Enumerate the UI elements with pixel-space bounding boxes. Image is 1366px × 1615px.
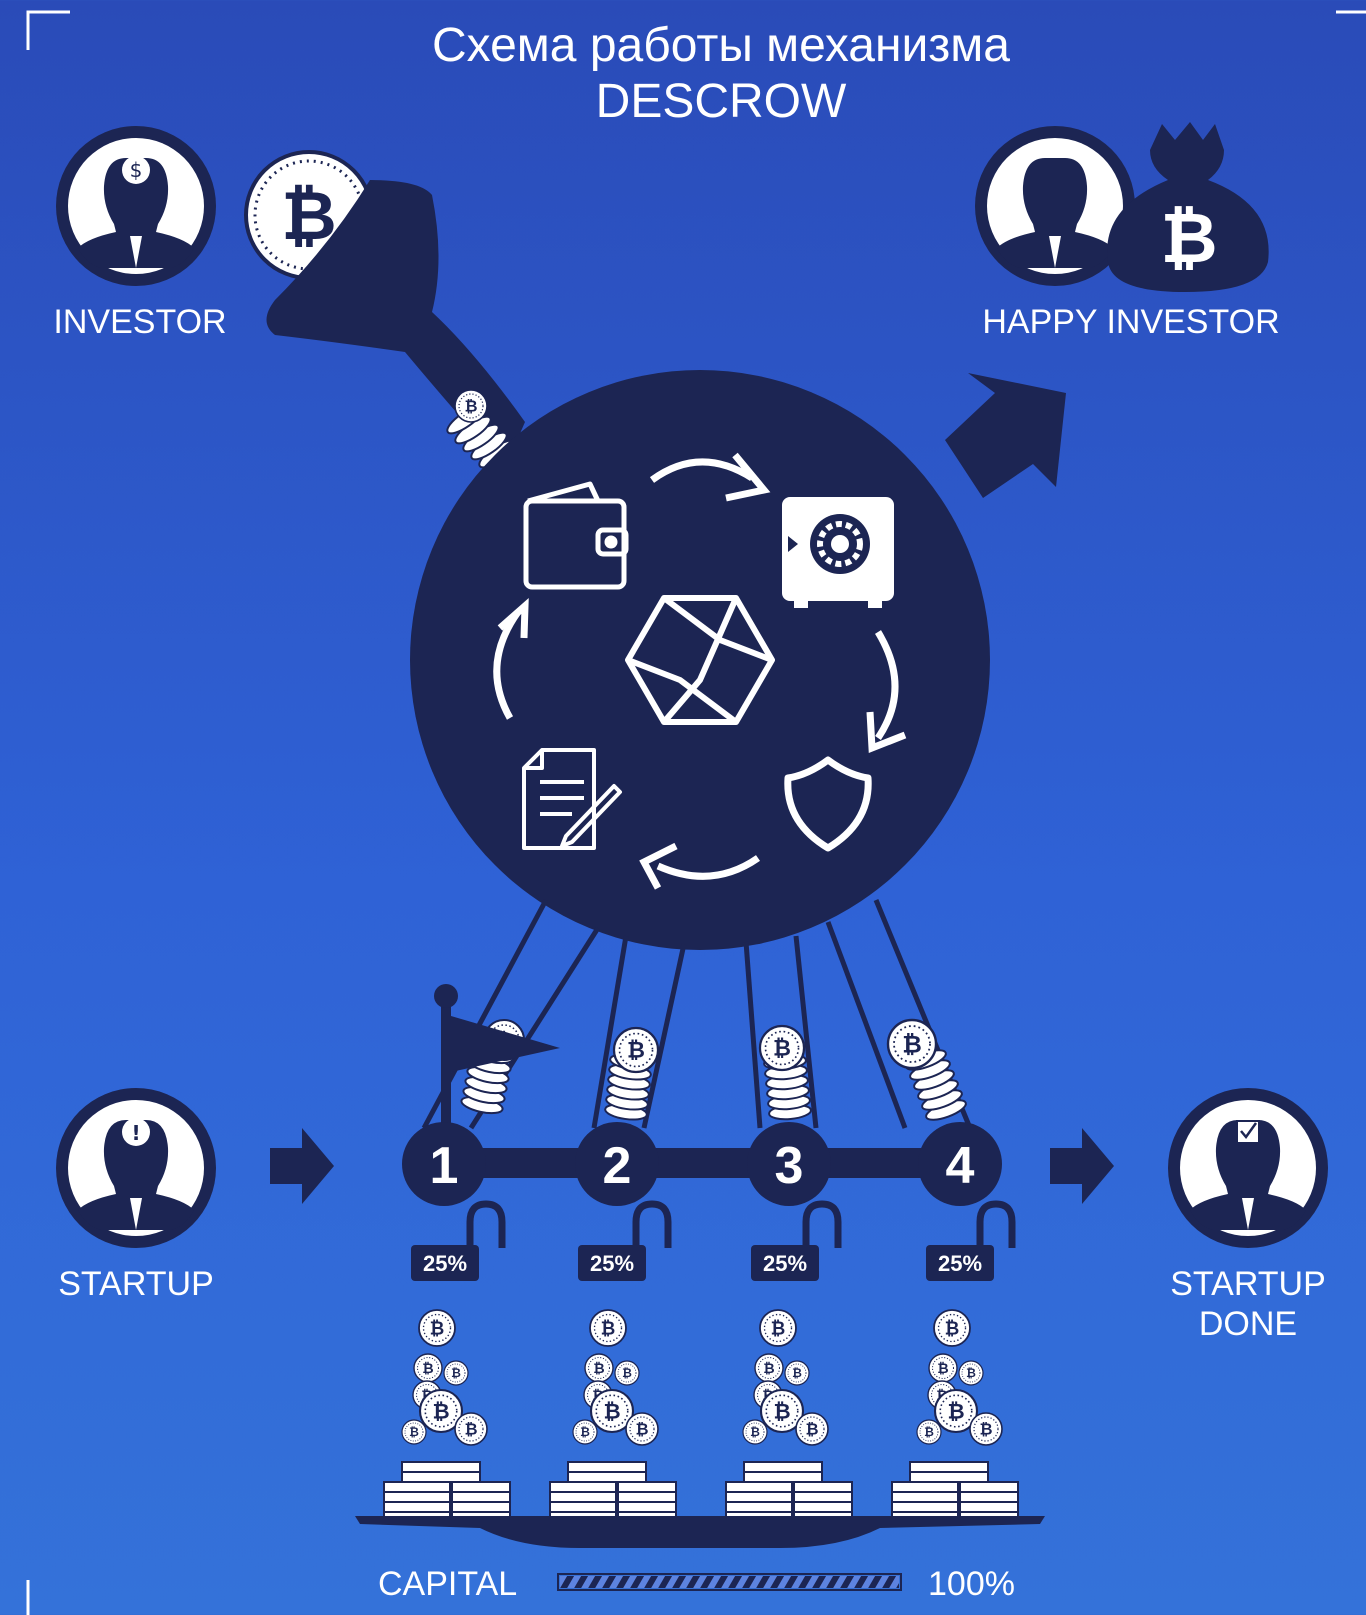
stage-node-4: 4 [918,1122,1002,1206]
bill-stacks [383,1461,1019,1523]
padlock-icon: 25% [926,1200,1016,1281]
svg-text:₿: ₿ [1160,197,1217,279]
stage-number-3: 3 [775,1137,804,1195]
coin-cluster-3 [742,1309,829,1446]
capital-percent: 100% [928,1565,1015,1603]
startup-done-label-line-1: STARTUP [1170,1265,1326,1303]
padlock-icon: 25% [578,1200,672,1281]
corner-bracket-top-left [26,10,70,50]
arrow-startup-to-stages [270,1128,334,1204]
capital-label: CAPITAL [378,1565,518,1603]
stage-number-4: 4 [946,1137,975,1195]
shield-icon [784,756,872,852]
padlock-icon: 25% [411,1200,506,1281]
startup-done-icon [1168,1088,1328,1248]
bill-stack-2 [549,1461,677,1523]
investor-icon: $ [56,126,216,286]
investor-label: INVESTOR [53,303,227,341]
arrow-to-happy-investor [945,373,1066,498]
happy-investor-label: HAPPY INVESTOR [982,303,1280,341]
startup-label: STARTUP [58,1265,214,1303]
padlock-icon: 25% [751,1200,842,1281]
stage-coin-stack-3 [758,1024,813,1122]
wallet-icon [523,481,629,590]
cycle-arrows [493,452,907,890]
stage-percent-1: 25% [423,1251,467,1276]
stage-percent-2: 25% [590,1251,634,1276]
stage-percent-3: 25% [763,1251,807,1276]
document-icon [522,748,622,850]
capital-tray [355,1516,1045,1548]
arrow-stages-to-startup-done [1050,1128,1114,1204]
stage-node-2: 2 [575,1122,659,1206]
svg-text:!: ! [131,1121,140,1145]
diagram-title-line-2: DESCROW [595,75,847,128]
stage-timeline-bar [440,1148,970,1178]
stage-node-3: 3 [747,1122,831,1206]
money-bag-icon: ₿ [1107,122,1269,292]
bill-stack-1 [383,1461,511,1523]
diagram-title-line-1: Схема работы механизма [431,19,1010,72]
coin-cluster-2 [572,1309,659,1446]
safe-icon [782,497,894,608]
stage-number-1: 1 [430,1137,459,1195]
stage-number-2: 2 [603,1137,632,1195]
stage-node-1: 1 [402,1122,486,1206]
coin-cluster-4 [916,1309,1003,1446]
stage-percent-4: 25% [938,1251,982,1276]
flag-icon [434,984,560,1128]
capital-progress-bar [557,1573,902,1591]
svg-text:$: $ [130,158,143,182]
bill-stack-4 [891,1461,1019,1523]
descrow-logo-icon [625,595,775,725]
coin-cluster-1 [401,1309,488,1446]
startup-done-label-line-2: DONE [1198,1305,1298,1343]
startup-icon: ! [56,1088,216,1248]
bill-stack-3 [725,1461,853,1523]
